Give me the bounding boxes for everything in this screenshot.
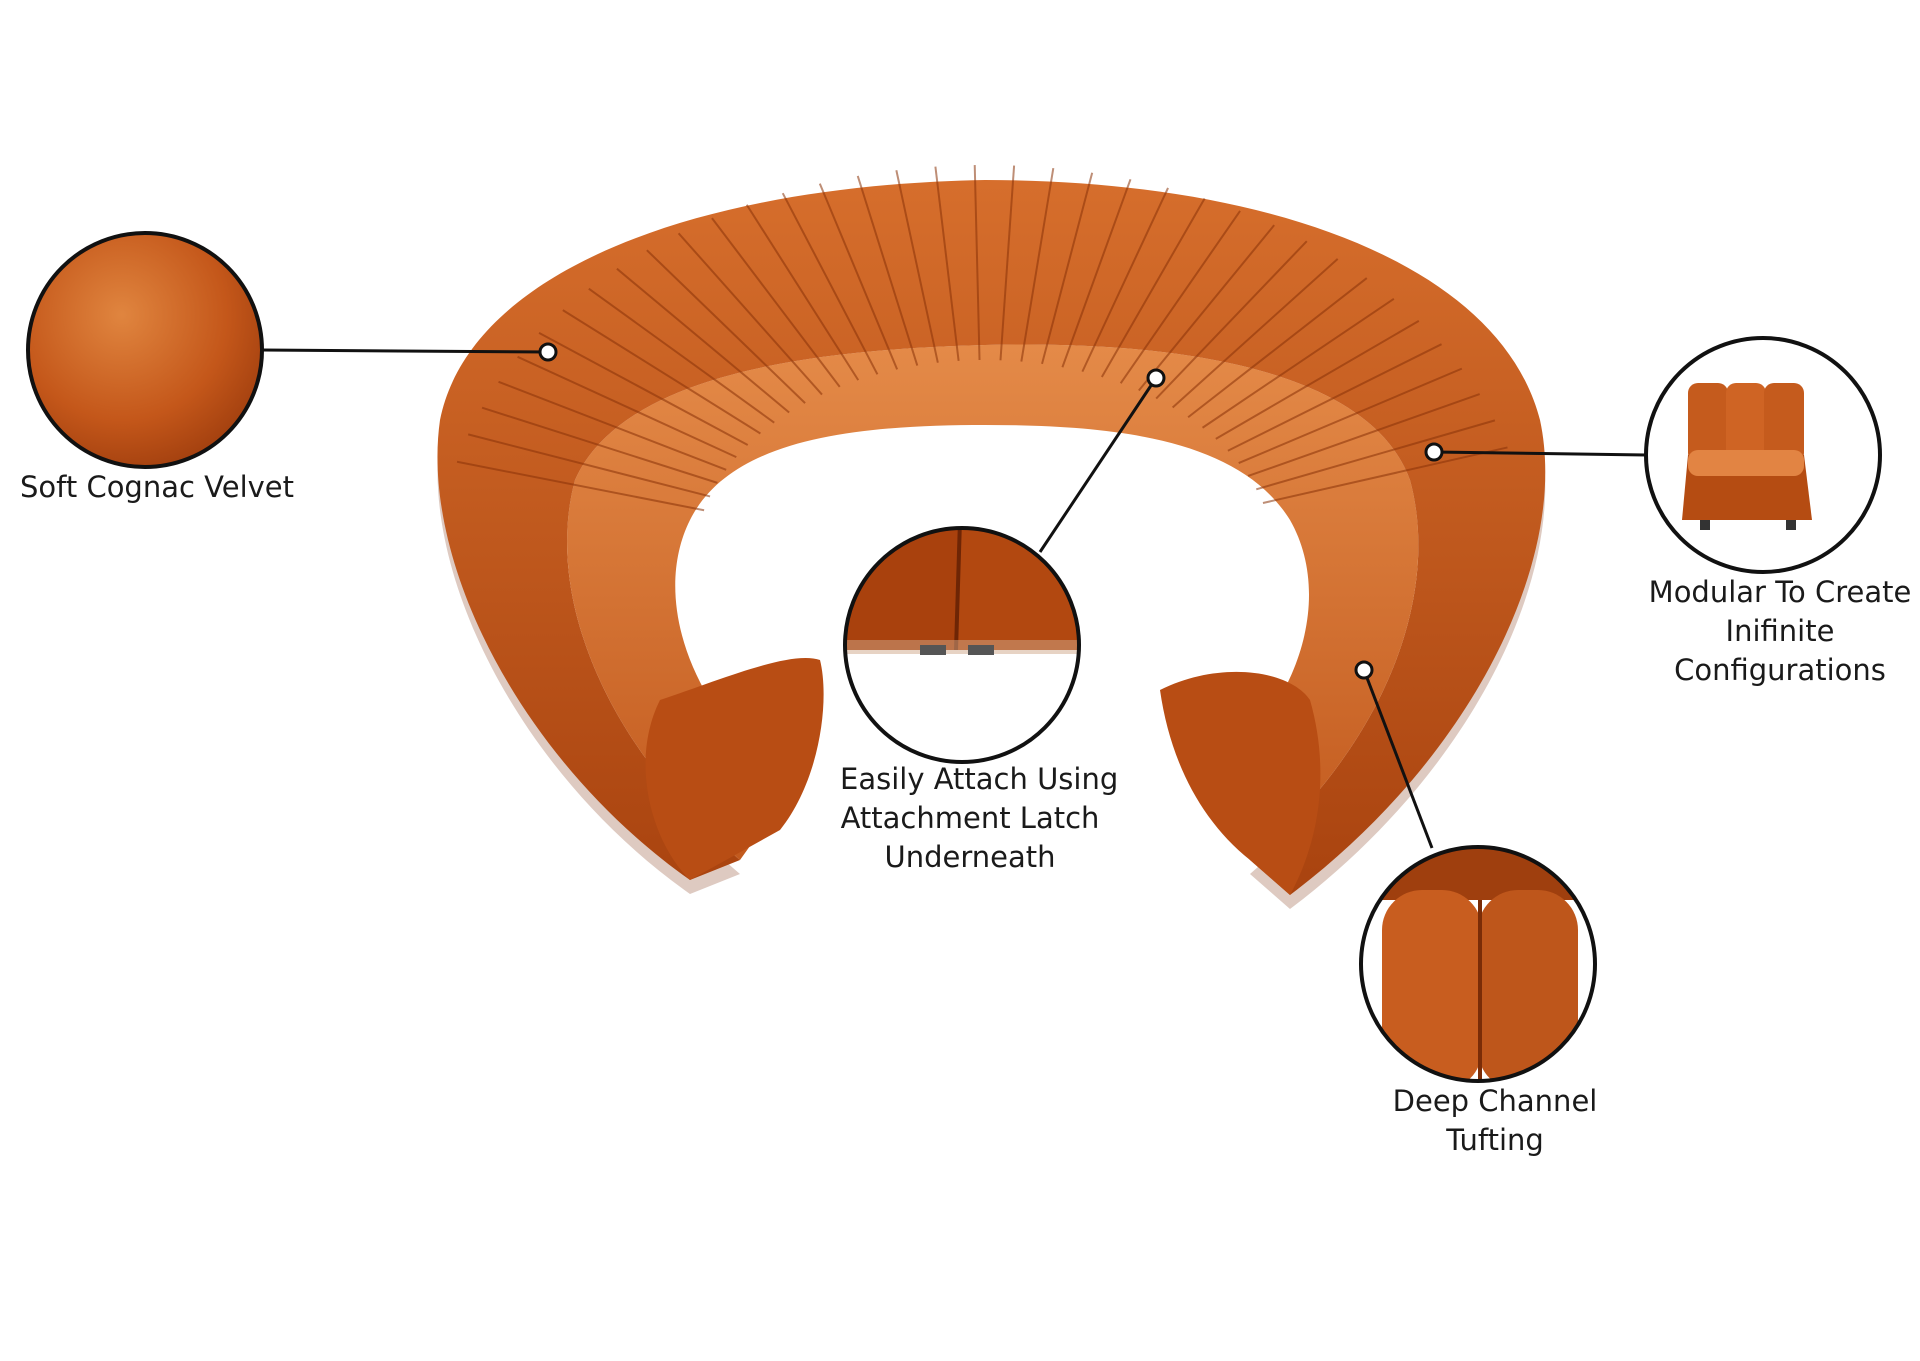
callout-dot-channel xyxy=(1354,660,1374,680)
channel-seam xyxy=(1201,297,1395,429)
channel-seam xyxy=(818,183,899,370)
channel-seam xyxy=(467,433,711,498)
channel-seam xyxy=(481,406,718,484)
sofa-channel-seams xyxy=(456,165,1508,512)
zoom-circle-attach-latch xyxy=(843,526,1081,764)
channel-seam xyxy=(1187,277,1368,419)
callout-text-line: Inifinite xyxy=(1725,614,1835,648)
channel-seam xyxy=(677,232,823,396)
zoom-circle-modular-piece xyxy=(1644,336,1882,574)
channel-seam xyxy=(781,192,879,375)
callout-text-line: Tufting xyxy=(1446,1123,1544,1157)
sofa-right-end-arm xyxy=(1160,671,1321,895)
sofa-outer-back xyxy=(437,180,1546,895)
channel-seam xyxy=(1262,446,1508,504)
channel-seam xyxy=(588,287,775,424)
channel-seam xyxy=(1227,343,1442,452)
channel-seam xyxy=(1119,210,1241,384)
callout-lines xyxy=(261,348,1647,849)
callout-label-modular: Modular To Create Inifinite Configuratio… xyxy=(1640,573,1920,690)
callout-text-line: Attachment Latch xyxy=(840,801,1100,835)
channel-seam xyxy=(538,331,749,446)
channel-seam xyxy=(1256,419,1496,491)
channel-seam xyxy=(1041,172,1094,365)
channel-seam xyxy=(1061,178,1132,368)
callout-dot-velvet xyxy=(538,342,558,362)
channel-seam xyxy=(1238,367,1463,465)
channel-seam xyxy=(895,170,939,363)
channel-seam xyxy=(616,267,790,414)
channel-seam xyxy=(562,309,761,435)
zoom-circle-velvet xyxy=(26,231,264,469)
channel-seam xyxy=(745,204,860,381)
channel-seam xyxy=(517,355,737,459)
channel-seam xyxy=(1215,319,1420,440)
callout-label-velvet: Soft Cognac Velvet xyxy=(20,468,294,507)
channel-seam xyxy=(856,175,919,366)
callout-label-attach: Easily Attach Using Attachment Latch Und… xyxy=(840,760,1119,877)
channel-seam xyxy=(646,249,806,404)
channel-seam xyxy=(1020,167,1055,362)
callout-dots xyxy=(538,342,1444,680)
callout-label-channel: Deep Channel Tufting xyxy=(1380,1082,1610,1160)
channel-seam xyxy=(1155,240,1308,400)
callout-dot-modular xyxy=(1424,442,1444,462)
channel-seam xyxy=(456,460,705,512)
callout-text-line: Modular To Create xyxy=(1648,575,1912,609)
channel-seam xyxy=(973,165,981,361)
zoom-circle-channel-tufting xyxy=(1359,845,1597,1083)
callout-dot-attach xyxy=(1146,368,1166,388)
sofa-left-end-arm xyxy=(645,658,824,880)
channel-seam xyxy=(999,165,1016,361)
circular-sectional-sofa xyxy=(437,165,1546,909)
callout-text-line: Underneath xyxy=(884,840,1056,874)
callout-text-line: Easily Attach Using xyxy=(840,762,1119,796)
callout-text-line: Soft Cognac Velvet xyxy=(20,470,295,504)
channel-seam xyxy=(1247,393,1481,477)
channel-seam xyxy=(1081,187,1169,373)
channel-seam xyxy=(1138,224,1275,392)
callout-text-line: Deep Channel xyxy=(1392,1084,1598,1118)
callout-text-line: Configurations xyxy=(1674,653,1886,687)
channel-seam xyxy=(498,380,727,471)
channel-seam xyxy=(934,166,960,361)
channel-seam xyxy=(1171,258,1339,409)
channel-seam xyxy=(711,217,841,388)
channel-seam xyxy=(1100,197,1206,378)
